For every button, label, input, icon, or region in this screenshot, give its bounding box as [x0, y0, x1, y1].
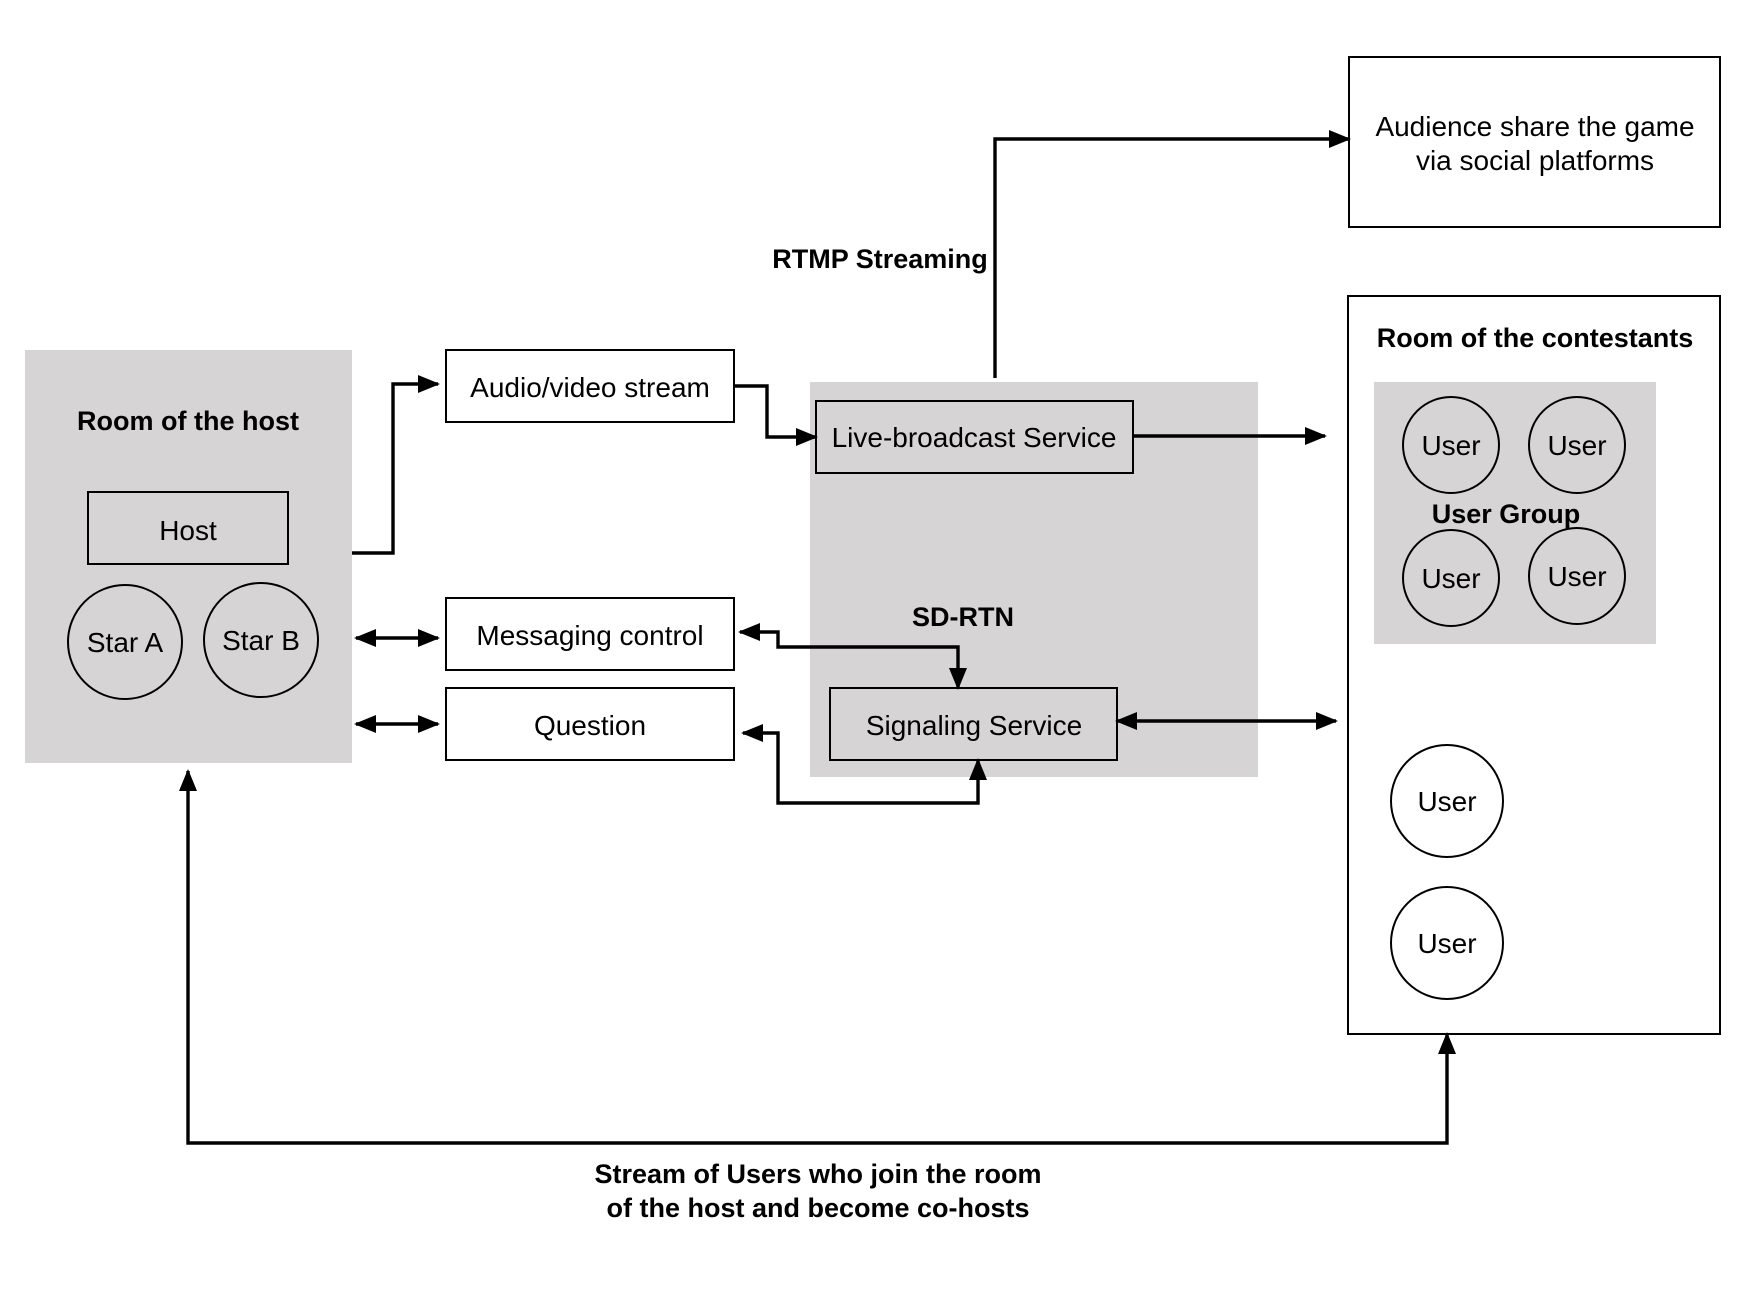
- user-node: [1402, 529, 1500, 627]
- rtmp-streaming-label: RTMP Streaming: [772, 244, 988, 274]
- user-group-label: User Group: [1432, 499, 1581, 529]
- rtmp-to-audience-arrow: [993, 130, 1351, 378]
- user-label: User: [1547, 430, 1606, 461]
- host-room-title: Room of the host: [77, 406, 299, 436]
- user-label: User: [1421, 430, 1480, 461]
- sdrtn-title: SD-RTN: [912, 602, 1014, 632]
- live-broadcast-label: Live-broadcast Service: [832, 422, 1117, 453]
- messaging-control-node: Messaging control: [445, 597, 735, 671]
- audience-line-2: via social platforms: [1416, 145, 1654, 176]
- messaging-control-label: Messaging control: [476, 620, 703, 651]
- question-node: Question: [445, 687, 735, 761]
- question-box: [445, 687, 735, 761]
- messaging-signaling-arrow: [738, 623, 967, 690]
- contestants-room-title: Room of the contestants: [1377, 323, 1694, 353]
- user-group: User User User Group User User: [1374, 382, 1656, 644]
- live-broadcast-box: [815, 400, 1134, 474]
- question-label: Question: [534, 710, 646, 741]
- user-label: User: [1417, 786, 1476, 817]
- signaling-label: Signaling Service: [866, 710, 1082, 741]
- user-node: [1528, 527, 1626, 625]
- audience-node: Audience share the game via social platf…: [1348, 56, 1721, 228]
- user-node: [1402, 396, 1500, 494]
- av-to-live-broadcast-arrow: [734, 384, 818, 446]
- av-stream-label: Audio/video stream: [470, 372, 710, 403]
- contestants-room: Room of the contestants User User User G…: [1347, 295, 1721, 1035]
- star-a-node: [67, 584, 183, 700]
- star-b-label: Star B: [222, 625, 300, 656]
- av-stream-node: Audio/video stream: [445, 349, 735, 423]
- user-label: User: [1421, 563, 1480, 594]
- audience-line-1: Audience share the game: [1375, 111, 1694, 142]
- user-node: [1528, 396, 1626, 494]
- star-b-node: [203, 582, 319, 698]
- cohost-stream-arrow: [179, 769, 1456, 1145]
- star-a-label: Star A: [87, 627, 164, 658]
- user-label: User: [1417, 928, 1476, 959]
- host-room: Room of the host Host Star A Star B: [25, 350, 352, 763]
- host-box: [87, 491, 289, 565]
- messaging-control-box: [445, 597, 735, 671]
- audience-box: [1348, 56, 1721, 228]
- user-label: User: [1547, 561, 1606, 592]
- sdrtn-region: Live-broadcast Service SD-RTN Signaling …: [810, 382, 1258, 777]
- cohost-caption-line-1: Stream of Users who join the room: [594, 1159, 1041, 1189]
- host-to-av-arrow: [352, 375, 440, 555]
- user-group-panel: [1374, 382, 1656, 644]
- cohost-caption-line-2: of the host and become co-hosts: [606, 1193, 1029, 1223]
- host-label: Host: [159, 515, 217, 546]
